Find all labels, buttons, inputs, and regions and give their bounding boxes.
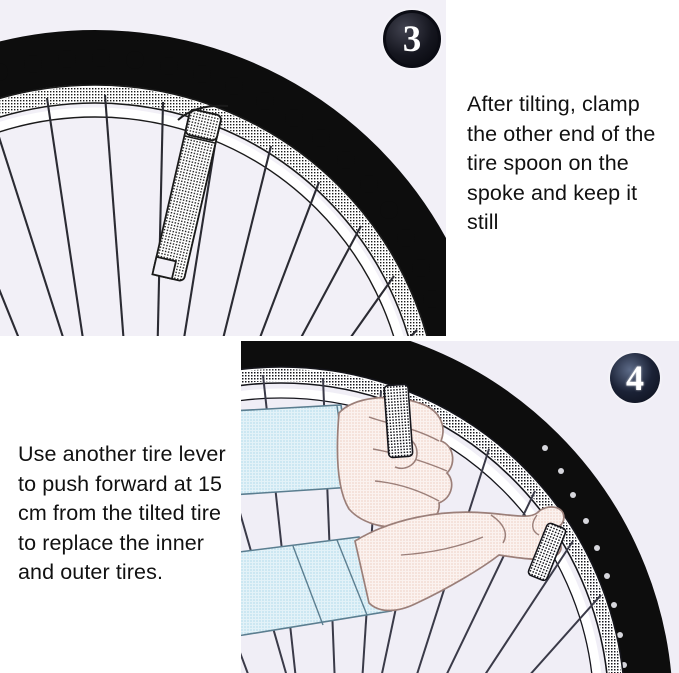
hands-with-tire-levers-illustration xyxy=(241,341,679,673)
step-4-caption: Use another tire lever to push forward a… xyxy=(18,442,226,584)
bicycle-wheel-with-lever-illustration xyxy=(0,0,446,336)
step-3-caption: After tilting, clamp the other end of th… xyxy=(467,92,656,234)
step-3-photo xyxy=(0,0,446,336)
step-4-badge: 4 xyxy=(610,353,660,403)
step-3-panel: 3 xyxy=(0,0,446,336)
step-3-badge: 3 xyxy=(383,10,441,68)
step-4-illustration xyxy=(241,341,679,673)
step-4-panel xyxy=(241,341,679,673)
